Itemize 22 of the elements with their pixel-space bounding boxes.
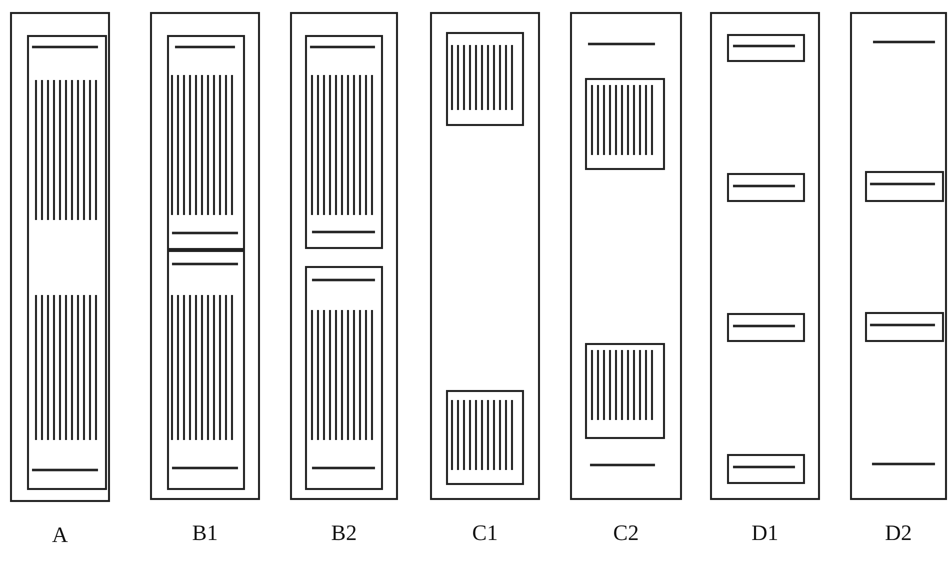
inner-box <box>27 35 107 490</box>
inner-box <box>727 313 805 342</box>
inner-box <box>585 78 665 170</box>
inner-box <box>446 390 524 485</box>
inner-box <box>865 312 944 342</box>
inner-box <box>305 35 383 249</box>
column-label: C2 <box>612 520 640 546</box>
column-label: D1 <box>750 520 780 546</box>
column-label: B2 <box>330 520 358 546</box>
inner-box <box>167 250 245 490</box>
column-label: A <box>51 522 69 548</box>
inner-box <box>167 35 245 250</box>
column-label: C1 <box>471 520 499 546</box>
inner-box <box>727 34 805 62</box>
inner-box <box>585 343 665 439</box>
inner-box <box>865 171 944 202</box>
inner-box <box>727 454 805 484</box>
inner-box <box>727 173 805 202</box>
column-label: B1 <box>191 520 219 546</box>
column-label: D2 <box>884 520 913 546</box>
inner-box <box>446 32 524 126</box>
inner-box <box>305 266 383 490</box>
